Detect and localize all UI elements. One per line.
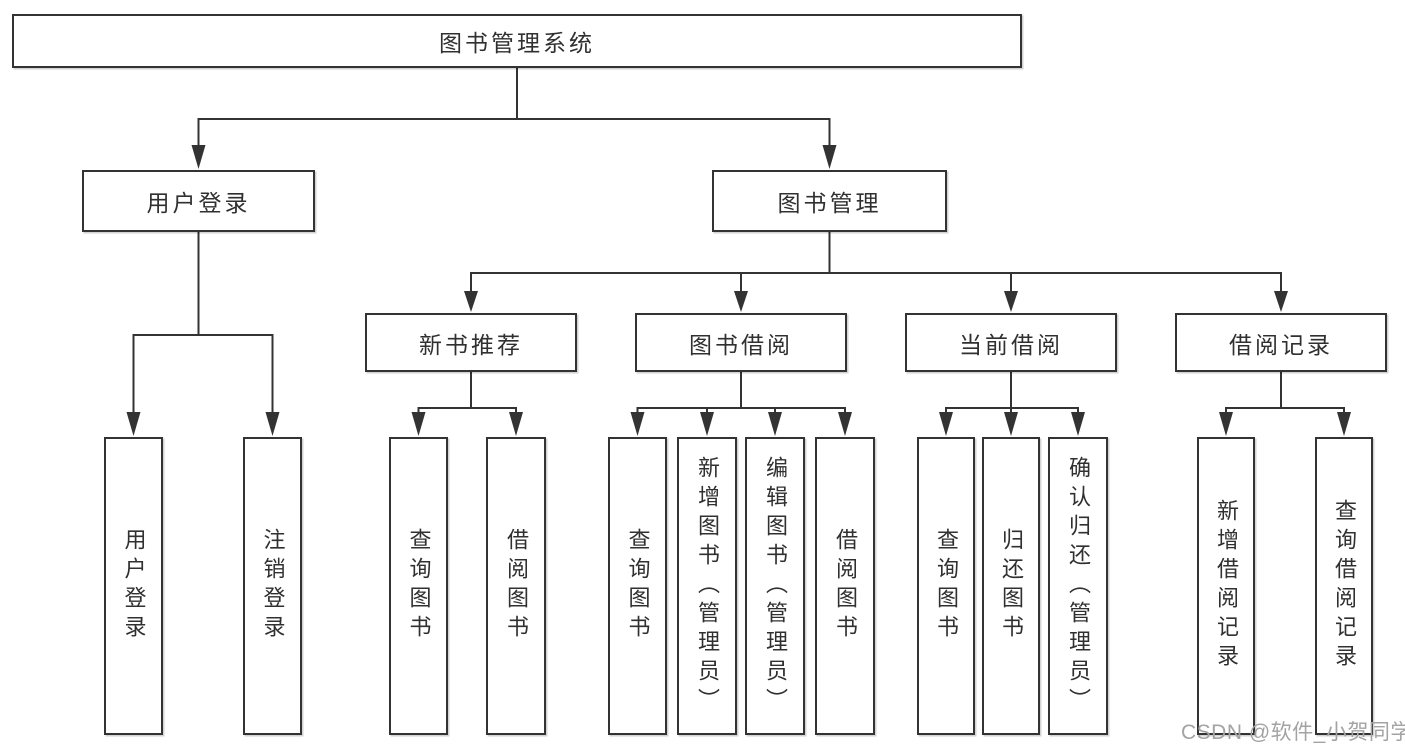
leaf-current-query-books: 查询图书 <box>917 437 975 735</box>
leaf-records-query-borrow-record: 查询借阅记录 <box>1315 437 1373 735</box>
leaf-borrowing-edit-books-admin: 编辑图书（管理员） <box>745 437 805 735</box>
node-library-management-system: 图书管理系统 <box>12 14 1022 68</box>
leaf-records-add-borrow-record: 新增借阅记录 <box>1197 437 1255 735</box>
leaf-current-return-books: 归还图书 <box>982 437 1040 735</box>
leaf-borrowing-borrow-books: 借阅图书 <box>815 437 875 735</box>
leaf-logout-login: 注销登录 <box>243 437 302 735</box>
node-user-login-branch: 用户登录 <box>82 170 315 232</box>
node-borrowing-records: 借阅记录 <box>1175 313 1387 372</box>
arrowheads <box>126 145 1351 436</box>
leaf-borrowing-query-books: 查询图书 <box>608 437 667 735</box>
csdn-watermark: CSDN @软件_小贺同学 <box>1181 721 1405 744</box>
node-current-borrowing: 当前借阅 <box>905 313 1117 372</box>
node-new-book-recommend: 新书推荐 <box>365 313 577 372</box>
node-book-management-branch: 图书管理 <box>712 170 947 232</box>
leaf-borrowing-add-books-admin: 新增图书（管理员） <box>677 437 737 735</box>
leaf-user-login: 用户登录 <box>104 437 163 735</box>
leaf-recommend-query-books: 查询图书 <box>389 437 448 735</box>
leaf-recommend-borrow-books: 借阅图书 <box>486 437 546 735</box>
leaf-current-confirm-return-admin: 确认归还（管理员） <box>1048 437 1108 735</box>
node-book-borrowing: 图书借阅 <box>635 313 847 372</box>
